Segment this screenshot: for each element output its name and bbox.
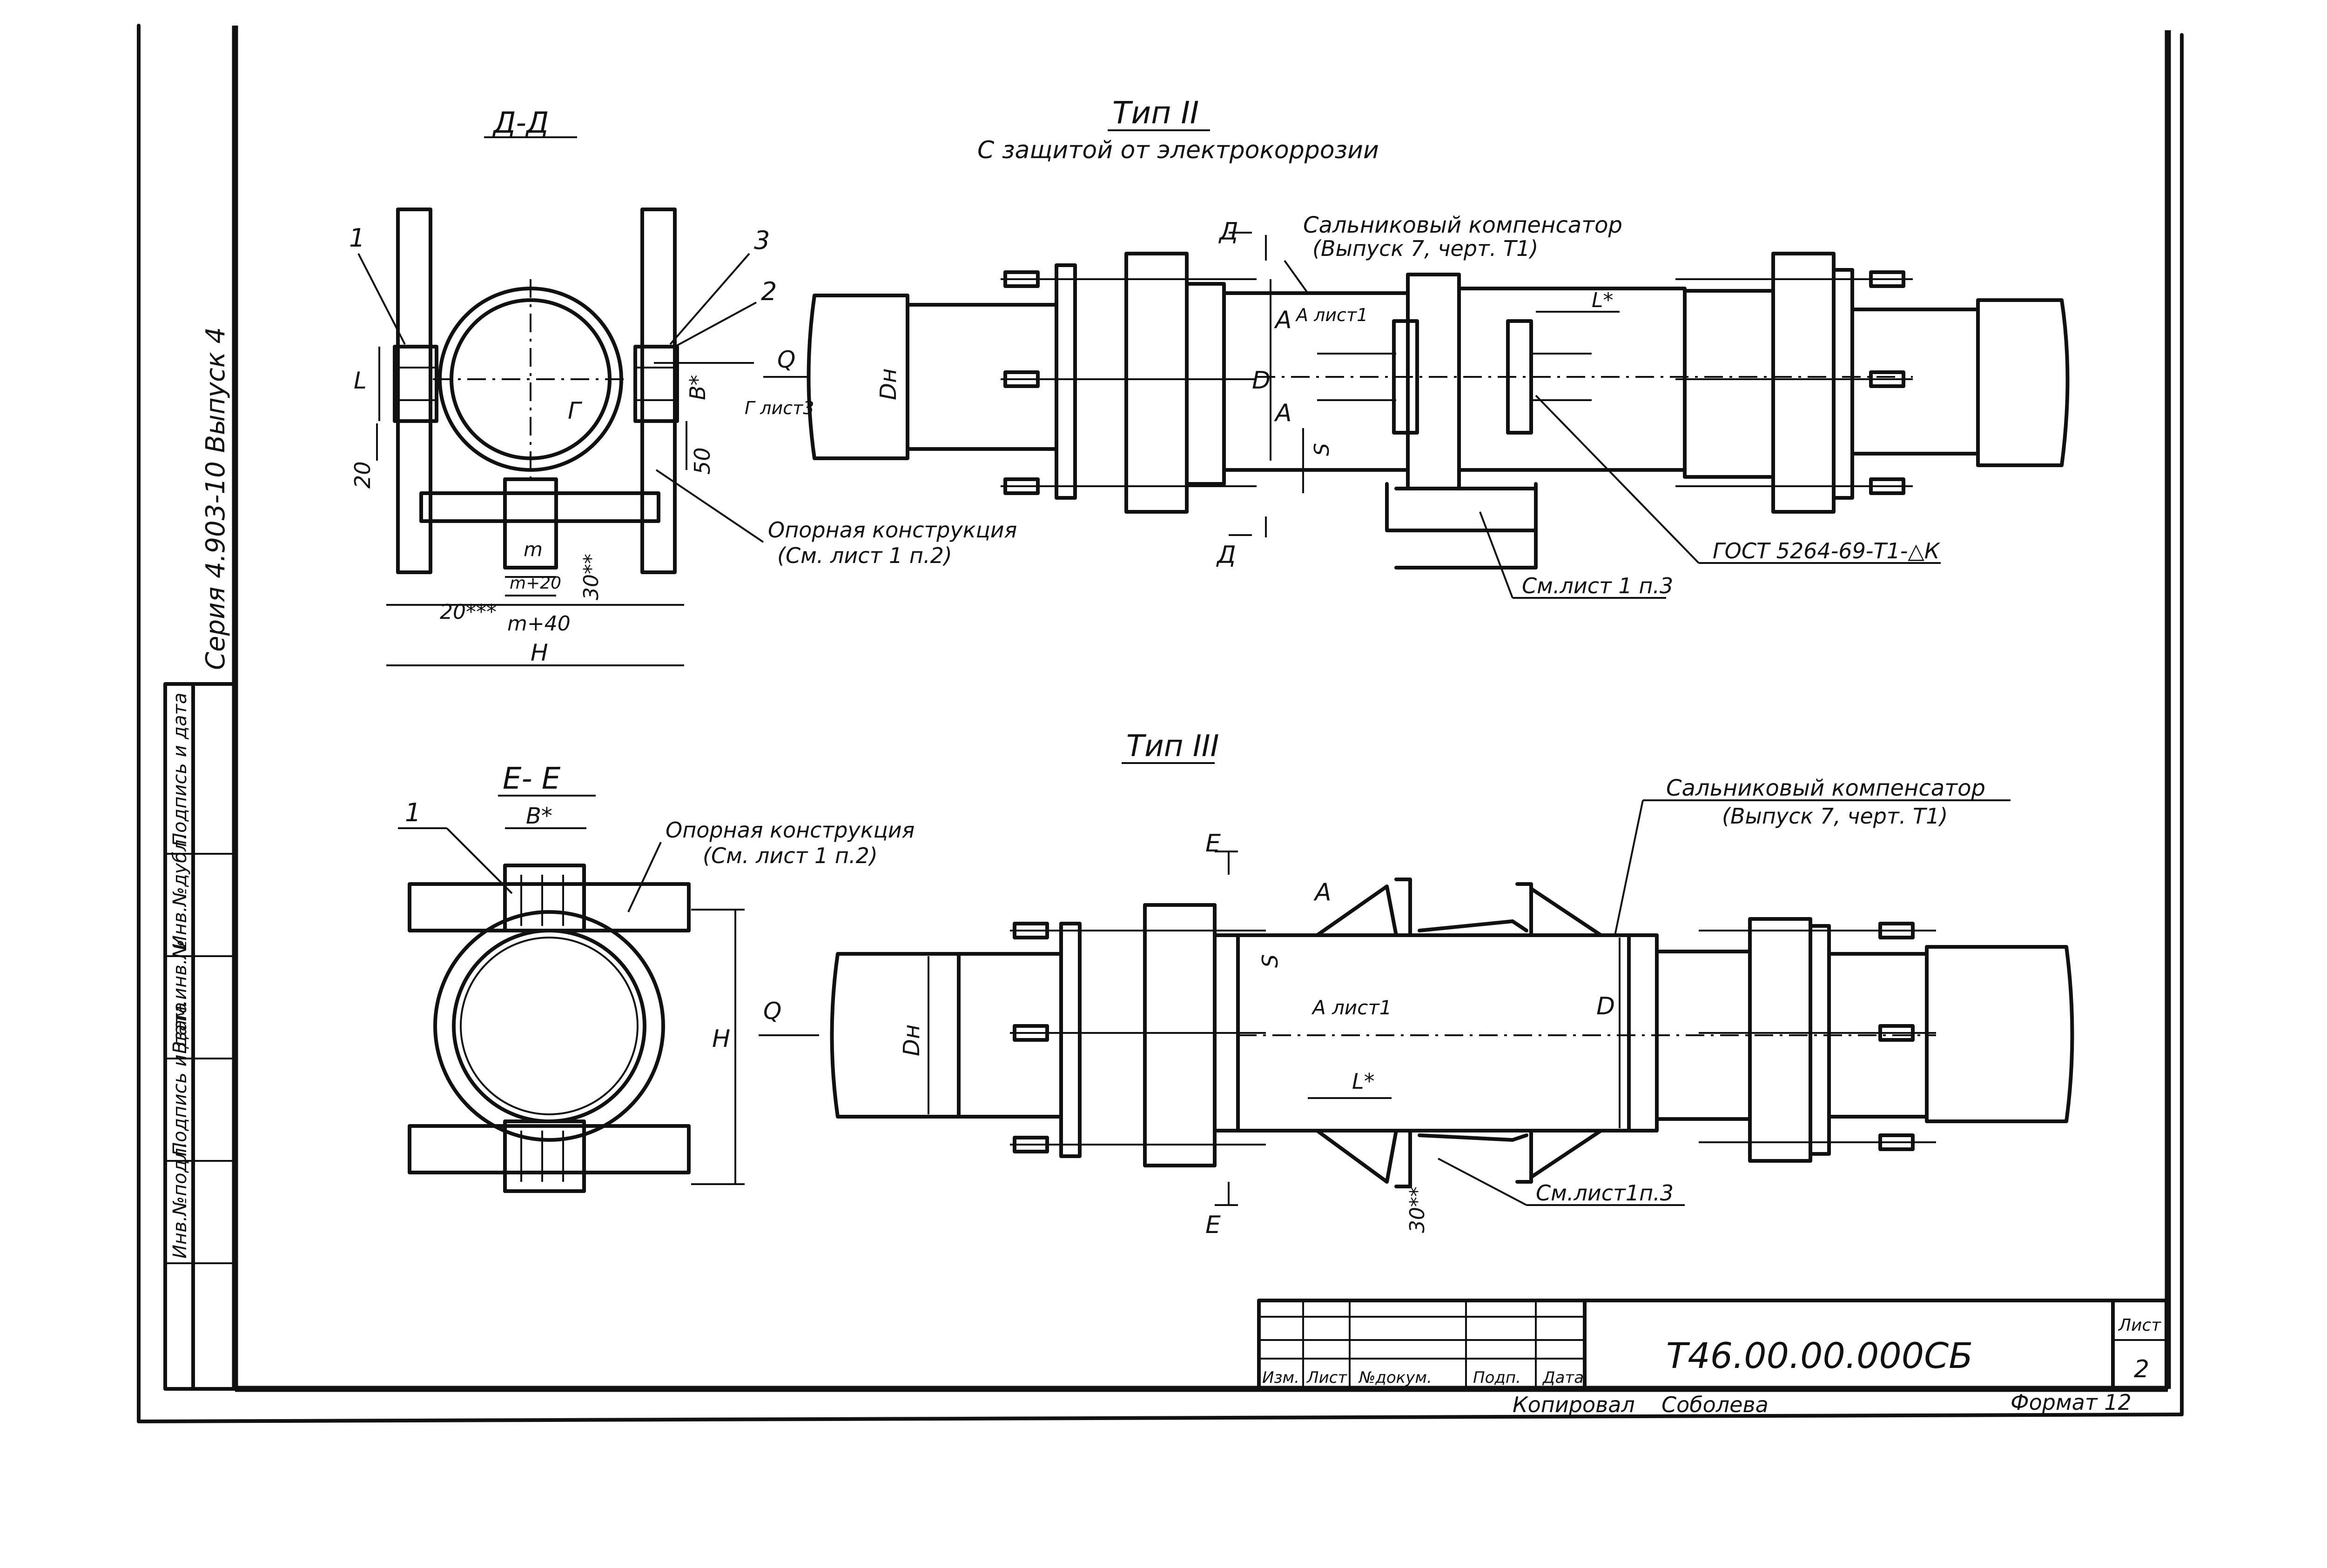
a-label-2: А xyxy=(1274,306,1292,334)
dim-50: 50 xyxy=(690,447,715,475)
side-cell-5: Инв.№подл. xyxy=(169,1142,191,1259)
support-label-e-1: Опорная конструкция xyxy=(666,818,915,843)
dim-20-d: 20 xyxy=(350,461,375,489)
section-e-title: Е- Е xyxy=(503,762,561,796)
a-label-2b: А xyxy=(1274,399,1292,427)
support-label-d-2: (См. лист 1 п.2) xyxy=(777,543,952,568)
q-arrow-d: Q xyxy=(777,346,795,373)
dim-g: Г xyxy=(568,397,583,424)
pipe-section-e xyxy=(433,910,665,1142)
dim-l-d: L xyxy=(354,367,367,394)
title-block: Изм. Лист №докум. Подп. Дата Т46.00.00.0… xyxy=(1257,1299,2168,1417)
copier-name: Соболева xyxy=(1661,1392,1769,1417)
dim-m: m xyxy=(524,538,543,561)
compensator-label-3b: (Выпуск 7, черт. Т1) xyxy=(1722,804,1948,829)
l-star-2: L* xyxy=(1592,288,1614,312)
cut-e-bottom: Е xyxy=(1205,1211,1221,1239)
support-label-e-2: (См. лист 1 п.2) xyxy=(703,843,878,868)
compensator-label-2b: (Выпуск 7, черт. Т1) xyxy=(1312,236,1538,261)
side-cell-3: Взам.инв.№ xyxy=(169,939,191,1054)
gost-label: ГОСТ 5264-69-Т1-△К xyxy=(1713,538,1941,563)
dim-30-star-d: 30** xyxy=(579,554,603,600)
dim-20-star: 20*** xyxy=(440,600,497,624)
tb-hdr-doc: №докум. xyxy=(1358,1368,1432,1387)
side-cell-4: Подпись и дата xyxy=(169,1002,191,1156)
dim-m40: m+40 xyxy=(507,612,571,636)
tb-hdr-izm: Изм. xyxy=(1262,1368,1299,1387)
type2-title: Тип II xyxy=(1112,95,1199,131)
item-3-d: 3 xyxy=(754,226,770,255)
sheet-number: 2 xyxy=(2134,1355,2149,1383)
cut-e-top: Е xyxy=(1205,830,1221,858)
item-1-e: 1 xyxy=(405,798,421,827)
dim-h-d: H xyxy=(531,639,548,666)
copied-label: Копировал xyxy=(1513,1392,1635,1417)
item-2-d: 2 xyxy=(761,277,777,306)
tb-hdr-sign: Подп. xyxy=(1473,1368,1521,1387)
sheet-ref-3: См.лист1п.3 xyxy=(1536,1180,1674,1206)
tb-hdr-list: Лист xyxy=(1306,1368,1347,1387)
g-ref: Г лист3 xyxy=(745,398,814,418)
a-label-3: А xyxy=(1313,878,1332,906)
cut-d-bottom: Д xyxy=(1216,541,1236,569)
h-label-e: H xyxy=(712,1025,730,1053)
dn-label-2: Dн xyxy=(875,369,901,400)
compensator-label-2a: Сальниковый компенсатор xyxy=(1303,212,1622,238)
dim-30-star-e: 30** xyxy=(1406,1186,1429,1233)
s-label-2: S xyxy=(1310,443,1334,456)
a-ref-2: А лист1 xyxy=(1295,305,1368,325)
type2-subtitle: С защитой от электрокоррозии xyxy=(977,136,1379,164)
dim-m20: m+20 xyxy=(510,574,561,593)
tb-hdr-date: Дата xyxy=(1542,1368,1584,1387)
type3-title: Тип III xyxy=(1126,729,1219,764)
d-label-2: D xyxy=(1252,367,1271,395)
format-label: Формат 12 xyxy=(2011,1390,2132,1415)
side-cell-1: Подпись и дата xyxy=(169,693,191,847)
section-d-d: Д-Д 1 3 2 L 20 Г xyxy=(349,106,1017,666)
s-label-3: S xyxy=(1258,954,1283,968)
dim-b-star-d: B* xyxy=(685,375,710,400)
item-1-d: 1 xyxy=(349,223,365,253)
side-stamp: Подпись и дата Инв.№дубл. Взам.инв.№ Под… xyxy=(163,327,237,1391)
d-label-3: D xyxy=(1596,992,1615,1020)
section-d-title: Д-Д xyxy=(492,106,549,140)
l-star-3: L* xyxy=(1352,1069,1375,1094)
sheet-frame xyxy=(137,24,2184,1423)
section-e-e: Е- Е 1 B* H Опорная конструкция (См. лис… xyxy=(398,762,915,1193)
sheet-ref-2: См.лист 1 п.3 xyxy=(1522,573,1673,598)
support-label-d-1: Опорная конструкция xyxy=(768,517,1017,543)
dn-label-3: Dн xyxy=(899,1025,925,1056)
side-cell-2: Инв.№дубл. xyxy=(169,834,191,949)
a-ref-3: А лист1 xyxy=(1311,996,1392,1019)
cut-d-top: Д xyxy=(1218,218,1238,246)
b-star-e: B* xyxy=(526,803,552,829)
compensator-label-3a: Сальниковый компенсатор xyxy=(1666,775,1985,801)
sheet-label: Лист xyxy=(2118,1316,2161,1335)
drawing-code: Т46.00.00.000СБ xyxy=(1666,1335,1973,1376)
q-arrow-e: Q xyxy=(763,998,781,1025)
type2-elevation: Тип II С защитой от электрокоррозии xyxy=(807,95,2070,599)
series-label: Серия 4.903-10 Выпуск 4 xyxy=(201,327,231,670)
type3-elevation: Тип III xyxy=(759,729,2074,1239)
